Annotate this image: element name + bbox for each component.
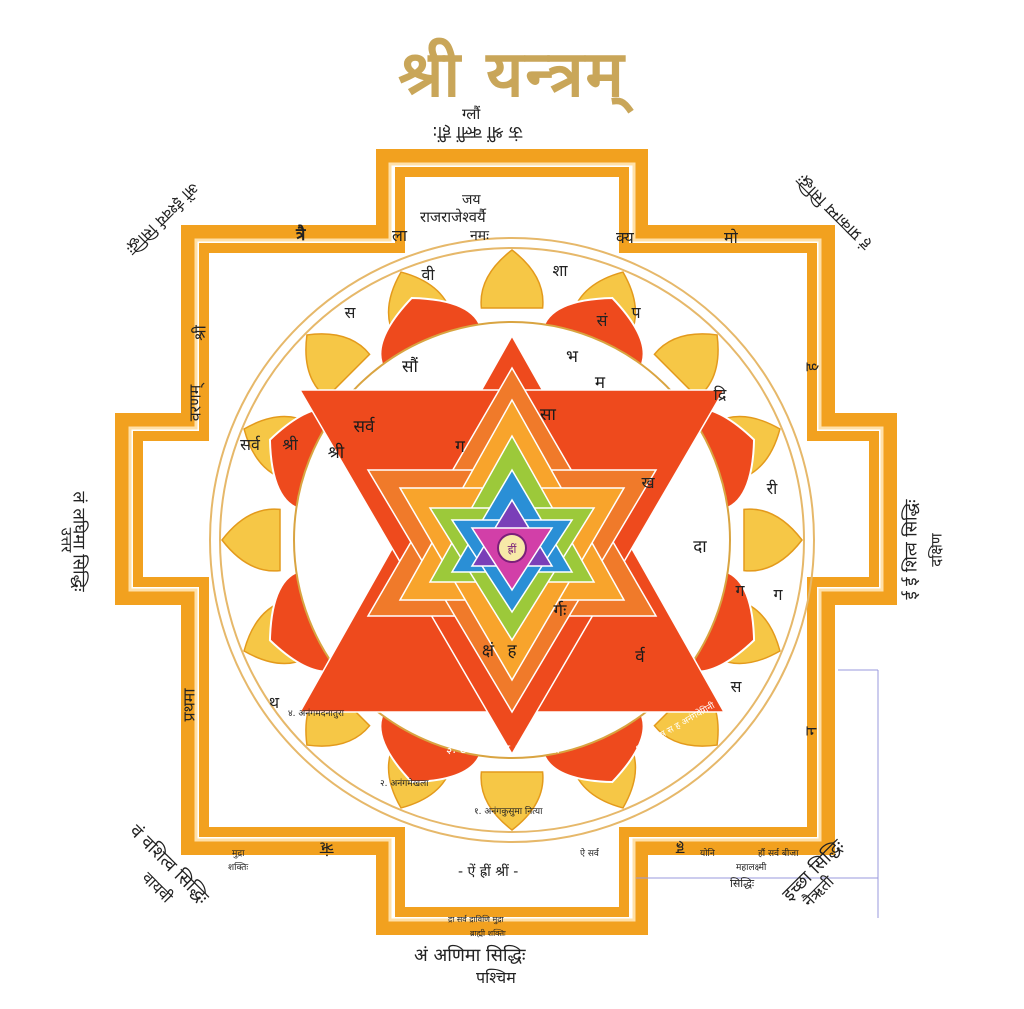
ring-syllable: सर्व <box>240 435 261 454</box>
bhupura-small-label: हौं सर्व बीजा <box>758 849 799 859</box>
ring-syllable: ग <box>773 585 783 604</box>
bhupura-syllable: मो <box>724 228 738 247</box>
petal-ring-text: २. अनंगमेखला <box>380 779 429 789</box>
inner-syllable: सर्व <box>354 416 376 437</box>
ring-syllable: स <box>345 303 357 322</box>
center-text-line1: जय <box>462 192 481 208</box>
bhupura-syllable: ह्र <box>676 839 685 858</box>
bhupura-small-label: शक्तिः <box>228 863 249 873</box>
north-label-line2: उत्तर <box>57 527 76 553</box>
ring-syllable: सं <box>597 311 609 330</box>
page-title: श्री यन्त्रम् <box>398 38 626 112</box>
bhupura-syllable: ह <box>801 362 821 372</box>
bhupura-syllable: त्रै <box>296 225 306 245</box>
inner-syllable: सौं <box>402 356 418 377</box>
inner-syllable: ग <box>455 437 465 457</box>
outer-circle-2 <box>219 247 805 833</box>
bottom-center-text: - ऐं ह्रीं श्रीं - <box>458 864 519 880</box>
inner-syllable: श्री <box>328 442 345 463</box>
center-text-line3: नमः <box>470 228 489 244</box>
lotus-petal-16 <box>743 508 803 572</box>
bhupura-small-label: योनि <box>700 849 715 859</box>
bhupura-syllable: ला <box>392 226 407 245</box>
ring-syllable: ख <box>641 473 655 492</box>
ring-syllable: री <box>767 479 779 498</box>
bhupura-small-label: महालक्ष्मी <box>736 863 767 873</box>
bhupura-syllable: ऋं <box>320 839 334 858</box>
ring-syllable: श्री <box>282 435 298 454</box>
bhupura-syllable: वरणम् <box>185 384 205 422</box>
inner-syllable: म <box>595 373 606 393</box>
ring-syllable: वी <box>421 265 435 284</box>
outer-circle-1 <box>209 237 815 843</box>
west-label-line1: अं अणिमा सिद्धिः <box>414 945 526 966</box>
inner-syllable: दा <box>693 537 707 557</box>
inner-syllables: सौं भ सर्व श्री ग दा क्षं र्व म सा ह र्गः <box>328 347 708 667</box>
inner-syllable: र्गः <box>553 600 567 621</box>
ring-syllable: थ <box>269 693 280 712</box>
bhupura-syllable: प्रथमा <box>179 688 199 722</box>
ring-syllable: स <box>731 677 743 696</box>
bhupura-small-label: ऐ सर्व <box>580 849 599 859</box>
center-text-line2: राजराजेश्वर्यै <box>420 208 486 226</box>
ring-syllable: ग <box>735 581 745 600</box>
lotus-petal-16 <box>305 333 371 399</box>
ring-syllable: द्रि <box>714 385 727 404</box>
ring-syllable: प <box>631 303 641 322</box>
lotus-petal-16 <box>480 249 544 309</box>
inner-syllable: सा <box>540 405 556 425</box>
sixteen-petal-lotus <box>221 249 803 831</box>
inner-syllable: क्षं <box>482 641 495 661</box>
petal-ring-text: १. अनंगकुसुमा नित्या <box>474 807 543 817</box>
bindu-label: ह्रीं <box>508 543 517 556</box>
bindu <box>497 533 527 563</box>
petal-ring-text: ३. ट ठ ड ढ ण अनंगमदना <box>446 742 560 756</box>
inner-syllable: ह <box>507 641 517 661</box>
bhupura-small-label: ब्राह्मी शक्तिः <box>470 929 506 938</box>
bhupura-small-label: मुद्रा <box>232 849 245 859</box>
bhupura-syllable: न <box>801 726 821 736</box>
bhupura-syllable: श्री <box>190 325 210 341</box>
lotus-petal-16 <box>480 771 544 831</box>
ring-syllables: वी शा सं प द्रि ख री ग सर्व श्री स ग स थ <box>240 261 783 712</box>
south-label-line2: दक्षिण <box>927 533 946 567</box>
bhupura-syllable: क्य <box>616 228 634 247</box>
triangle-layers <box>298 334 726 756</box>
bhupura <box>115 149 897 935</box>
bhupura-small-label: द्रा सर्व द्राविणि मुद्रा <box>448 915 504 924</box>
lotus-petal-16 <box>653 333 719 399</box>
top-mantra-line1: ग्लौं <box>462 105 481 123</box>
south-label-line1: ई ई शित्व सिद्धिः <box>901 499 922 600</box>
inner-syllable: भ <box>566 347 579 367</box>
inner-syllable: र्व <box>635 646 645 667</box>
petal-ring-text: ४. अनंगमदनातुरा <box>288 709 344 719</box>
ring-syllable: शा <box>552 261 568 280</box>
lotus-petal-16 <box>221 508 281 572</box>
west-label-line2: पश्चिम <box>476 968 516 987</box>
siddhih-small: सिद्धिः <box>730 877 755 890</box>
